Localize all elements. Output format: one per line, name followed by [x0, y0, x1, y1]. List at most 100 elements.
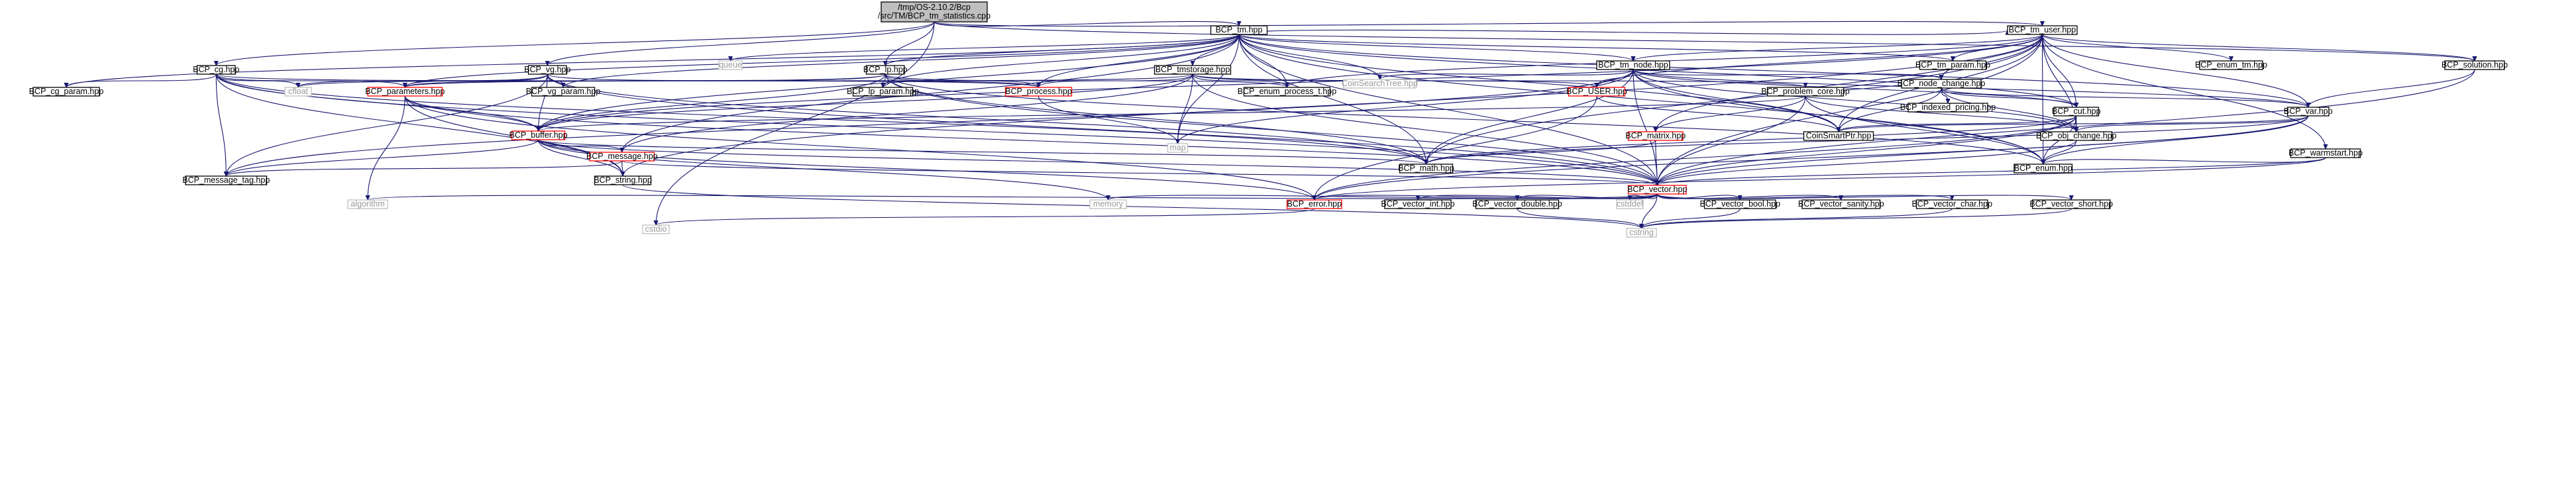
edge-warmstart-to-error [1315, 157, 2326, 200]
edges-layer [66, 21, 2475, 228]
node-vector-char[interactable]: BCP_vector_char.hpp [1911, 199, 1992, 209]
node-node-change[interactable]: BCP_node_change.hpp [1898, 79, 1986, 89]
node-message[interactable]: BCP_message.hpp [586, 152, 658, 162]
node-problem-core[interactable]: BCP_problem_core.hpp [1761, 87, 1850, 97]
node-box [2286, 107, 2330, 117]
node-box [1596, 60, 1670, 70]
node-vector[interactable]: BCP_vector.hpp [1627, 185, 1687, 195]
edge-solution-to-var [2308, 69, 2475, 107]
node-box [1210, 25, 1268, 35]
node-label: cfloat [288, 87, 308, 96]
node-cut[interactable]: BCP_cut.hpp [2052, 107, 2101, 117]
edge-var-to-coinsmartptr [1839, 115, 2309, 132]
node-root[interactable]: /tmp/OS-2.10.2/Bcp/src/TM/BCP_tm_statist… [878, 1, 991, 23]
edge-problem-core-to-matrix [1656, 95, 1806, 132]
node-label: BCP_obj_change.hpp [2036, 131, 2117, 140]
node-vector-int[interactable]: BCP_vector_int.hpp [1381, 199, 1455, 209]
edge-tmstorage-to-parameters [405, 73, 1193, 87]
node-matrix[interactable]: BCP_matrix.hpp [1625, 131, 1686, 141]
edge-message-to-vector [621, 160, 1658, 185]
node-buffer[interactable]: BCP_buffer.hpp [509, 130, 568, 140]
node-label: BCP_vg_param.hpp [526, 87, 601, 96]
node-error[interactable]: BCP_error.hpp [1286, 199, 1342, 209]
node-enum-tm[interactable]: BCP_enum_tm.hpp [2195, 60, 2267, 70]
node-var[interactable]: BCP_var.hpp [2284, 107, 2333, 117]
edge-tm-to-coinsearchtree [1238, 34, 1380, 79]
node-parameters[interactable]: BCP_parameters.hpp [365, 87, 445, 97]
edge-cut-to-vector [1657, 115, 2077, 185]
edge-node-change-to-indexed-pricing [1941, 87, 1948, 103]
node-enum[interactable]: BCP_enum.hpp [2013, 164, 2073, 173]
node-vg-param[interactable]: BCP_vg_param.hpp [526, 87, 601, 97]
node-string[interactable]: BCP_string.hpp [594, 175, 652, 185]
edge-buffer-to-string [537, 139, 623, 176]
node-vg[interactable]: BCP_vg.hpp [524, 65, 570, 75]
node-tm-node[interactable]: BCP_tm_node.hpp [1596, 60, 1670, 70]
edge-tm-user-to-enum-tm [2041, 34, 2231, 61]
edge-tm-to-var [1238, 34, 2308, 107]
node-box [865, 65, 905, 75]
edge-parameters-to-algorithm [368, 95, 405, 200]
node-label: BCP_tm_user.hpp [2009, 25, 2076, 34]
edge-tm-to-cg-param [66, 34, 1240, 87]
edge-user-to-coinsmartptr [1596, 95, 1839, 132]
node-cg[interactable]: BCP_cg.hpp [193, 65, 239, 75]
edge-solution-to-vector [1657, 69, 2475, 185]
node-cg-param[interactable]: BCP_cg_param.hpp [29, 87, 104, 97]
node-enum-process[interactable]: BCP_enum_process_t.hpp [1238, 87, 1336, 97]
node-label: BCP_message_tag.hpp [182, 175, 270, 185]
node-vector-sanity[interactable]: BCP_vector_sanity.hpp [1798, 199, 1884, 209]
node-tm-param[interactable]: BCP_tm_param.hpp [1915, 60, 1990, 70]
node-solution[interactable]: BCP_solution.hpp [2442, 60, 2508, 70]
node-label: BCP_enum.hpp [2014, 164, 2072, 173]
node-coinsmartptr[interactable]: CoinSmartPtr.hpp [1803, 131, 1874, 141]
edge-tm-to-tm-node [1238, 34, 1633, 61]
node-box [1627, 185, 1687, 195]
edge-vector-to-memory [1108, 193, 1658, 200]
node-math[interactable]: BCP_math.hpp [1398, 164, 1454, 173]
node-box [347, 199, 388, 209]
node-vector-bool[interactable]: BCP_vector_bool.hpp [1699, 199, 1780, 209]
node-box [718, 60, 743, 70]
edge-string-to-cstring [622, 184, 1642, 228]
node-label: BCP_indexed_pricing.hpp [1900, 103, 1996, 112]
node-user[interactable]: BCP_USER.hpp [1566, 87, 1627, 97]
node-label: memory [1093, 199, 1124, 209]
edge-vector-double-to-cstring [1517, 208, 1642, 228]
edge-cut-to-coinsmartptr [1839, 115, 2077, 132]
node-tm-user[interactable]: BCP_tm_user.hpp [2007, 25, 2078, 35]
node-label: BCP_tmstorage.hpp [1155, 65, 1230, 74]
node-map: map [1167, 143, 1189, 153]
node-message-tag[interactable]: BCP_message_tag.hpp [182, 175, 270, 185]
node-process[interactable]: BCP_process.hpp [1004, 87, 1073, 97]
node-lp-param[interactable]: BCP_lp_param.hpp [847, 87, 919, 97]
node-box [589, 152, 655, 162]
node-box [367, 87, 443, 97]
node-label: BCP_process.hpp [1005, 87, 1072, 96]
node-box [852, 87, 914, 97]
node-indexed-pricing[interactable]: BCP_indexed_pricing.hpp [1900, 103, 1996, 113]
node-box [1907, 103, 1988, 113]
edge-vector-short-to-cstring [1642, 208, 2072, 228]
edge-tm-user-to-var [2041, 34, 2308, 107]
edge-message-to-string [622, 160, 623, 176]
node-vector-double[interactable]: BCP_vector_double.hpp [1472, 199, 1562, 209]
nodes-layer: /tmp/OS-2.10.2/Bcp/src/TM/BCP_tm_statist… [29, 1, 2508, 238]
edge-vg-to-vector [547, 73, 1657, 185]
edge-parameters-to-vector [404, 95, 1657, 185]
node-obj-change[interactable]: BCP_obj_change.hpp [2036, 131, 2117, 141]
edge-tm-to-tm-user [1238, 30, 2008, 35]
edge-vg-to-math [547, 73, 1426, 164]
node-vector-short[interactable]: BCP_vector_short.hpp [2029, 199, 2113, 209]
edge-buffer-to-math [537, 139, 1426, 164]
node-label: BCP_lp.hpp [863, 65, 908, 74]
node-warmstart[interactable]: BCP_warmstart.hpp [2288, 148, 2363, 158]
node-tm[interactable]: BCP_tm.hpp [1210, 25, 1268, 35]
node-label: BCP_error.hpp [1287, 199, 1342, 209]
edge-tm-to-tm-param [1238, 34, 1953, 61]
edge-root-to-cg [216, 21, 935, 66]
edge-root-to-cstdio [656, 21, 935, 225]
node-lp[interactable]: BCP_lp.hpp [863, 65, 908, 75]
node-tmstorage[interactable]: BCP_tmstorage.hpp [1154, 65, 1232, 75]
node-box [1803, 131, 1874, 141]
